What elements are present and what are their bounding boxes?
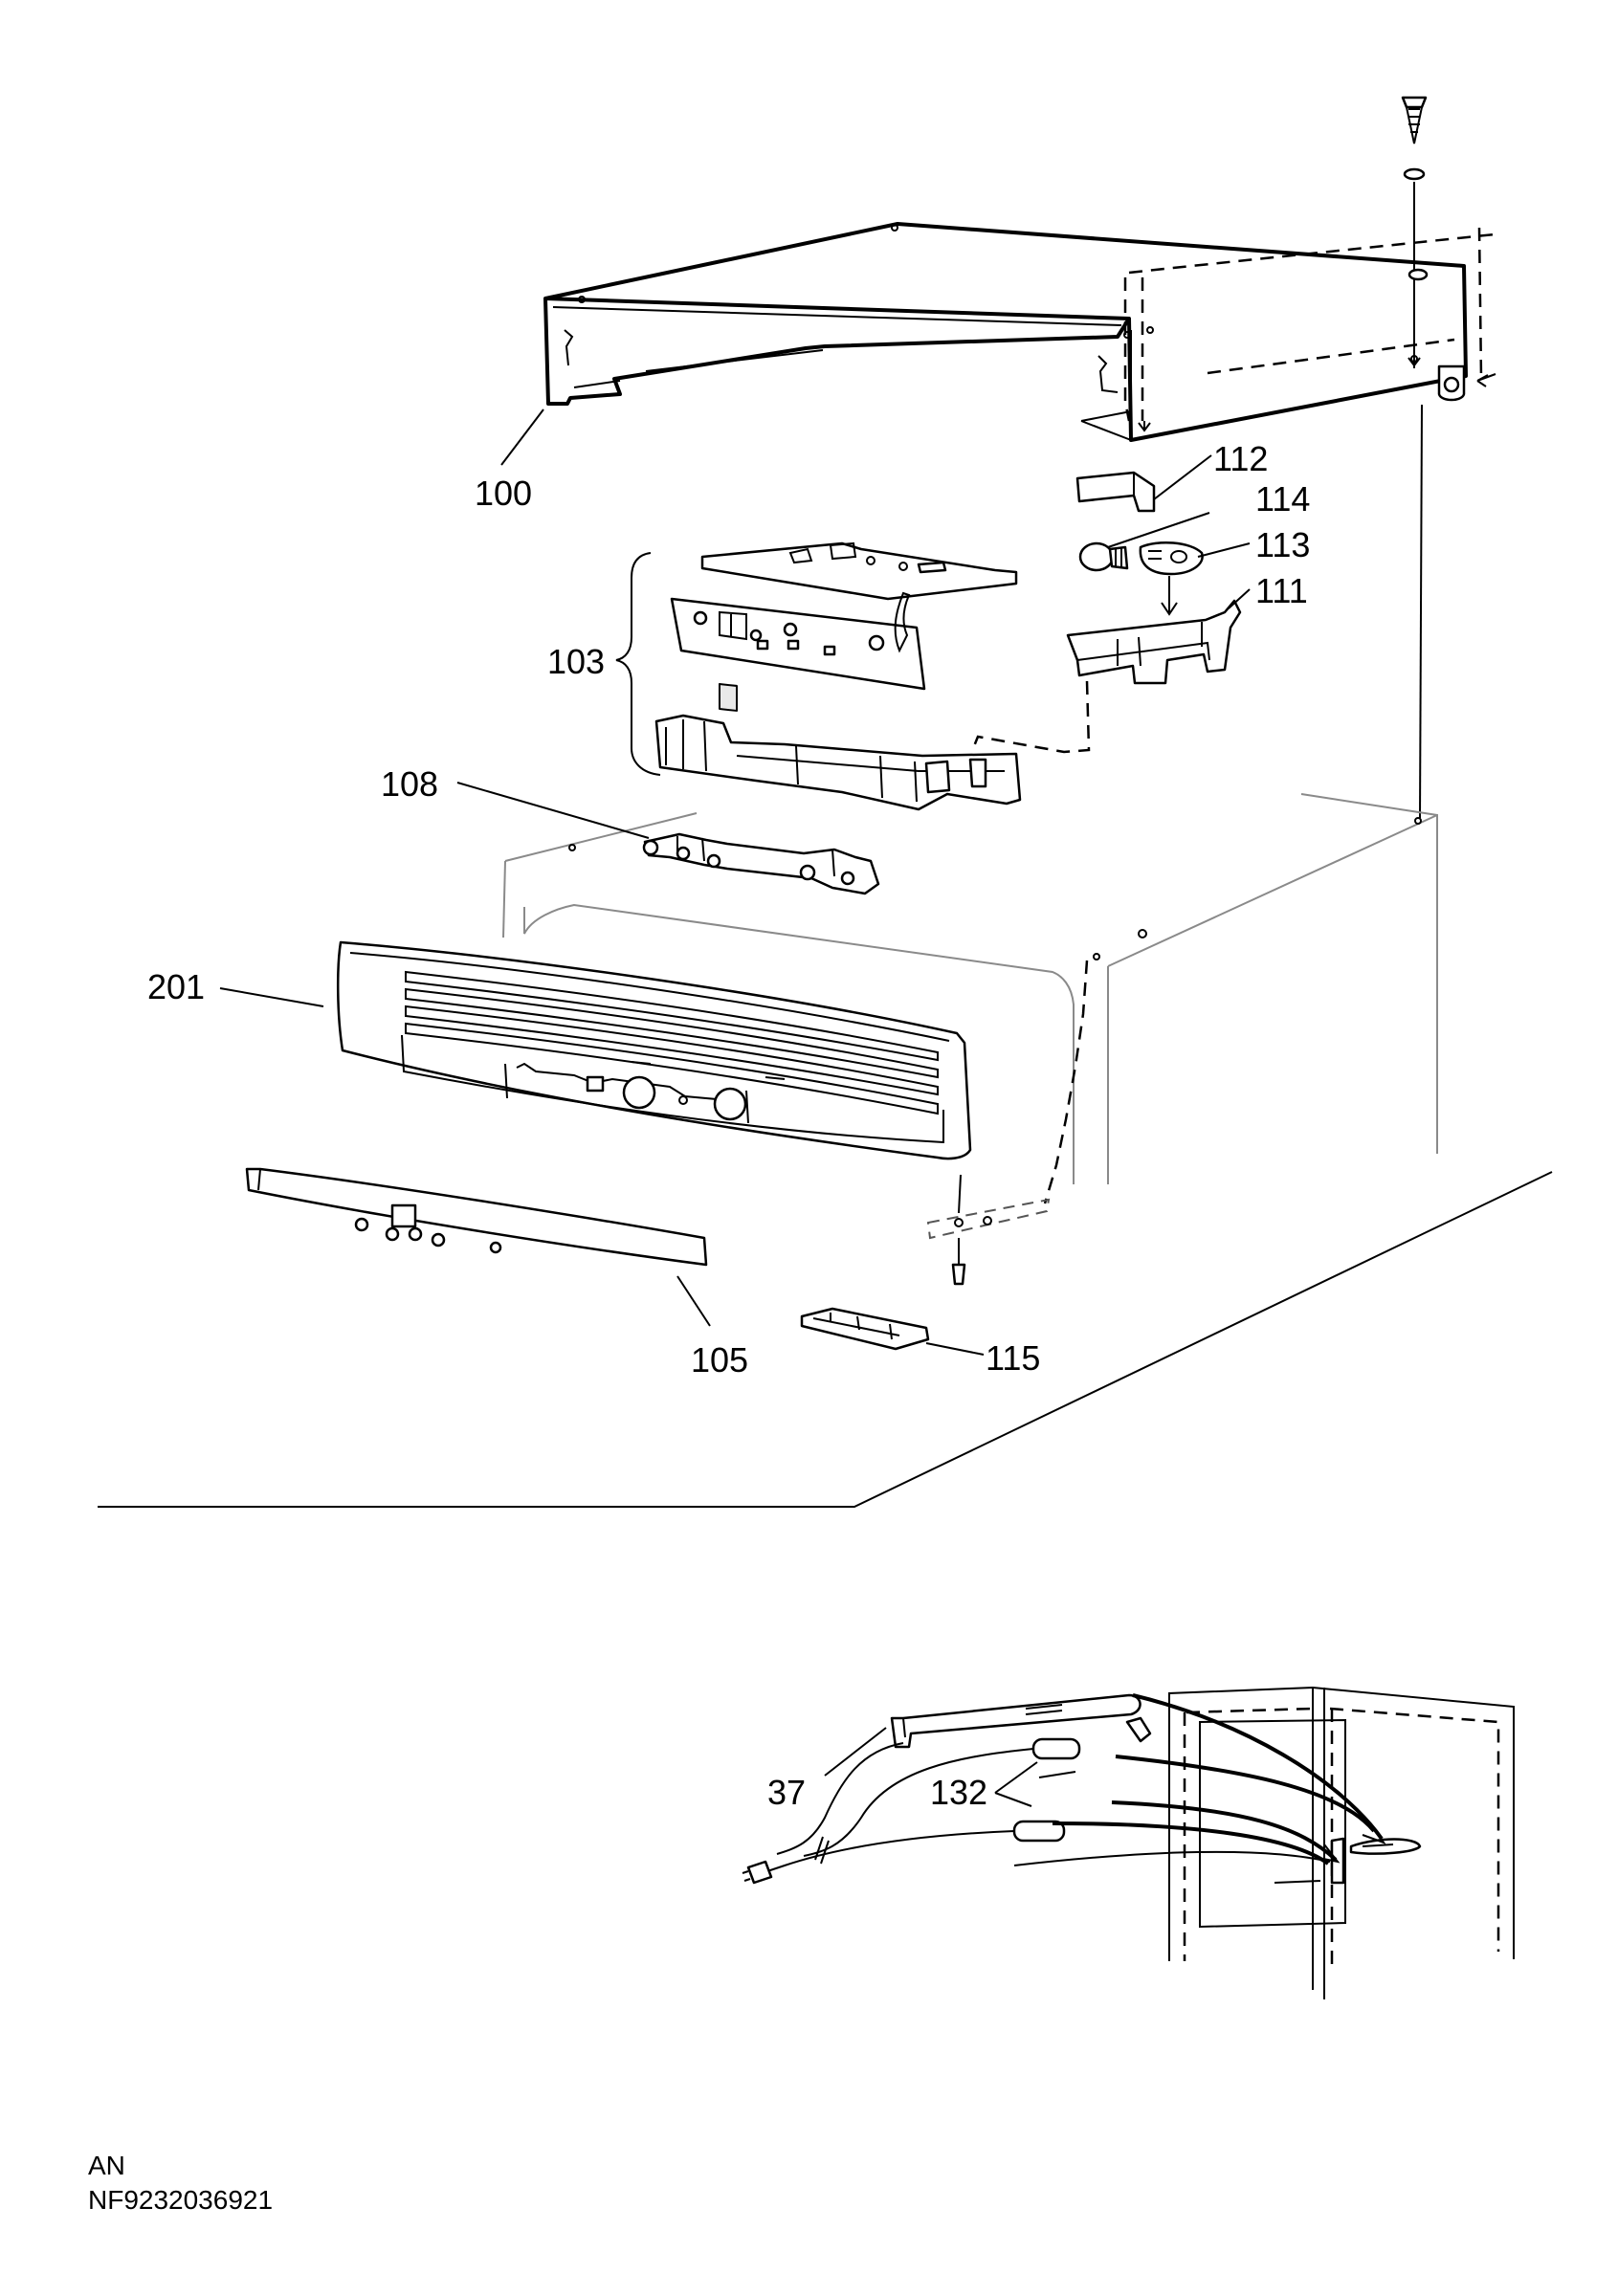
sensor-assembly bbox=[742, 1693, 1152, 1885]
display-strip-part-105 bbox=[245, 1167, 708, 1267]
label-112: 112 bbox=[1213, 439, 1268, 478]
bulb-part-114 bbox=[1078, 541, 1129, 572]
leader-lines bbox=[219, 408, 1251, 1807]
cabinet-body bbox=[502, 793, 1438, 1184]
label-111: 111 bbox=[1255, 571, 1308, 610]
top-cover-part-100 bbox=[543, 222, 1496, 442]
fridge-door-outline bbox=[1168, 1686, 1515, 1999]
control-assembly-part-103 bbox=[615, 541, 1022, 811]
label-113: 113 bbox=[1255, 525, 1310, 564]
label-201: 201 bbox=[147, 967, 205, 1006]
footer-drawing-number: NF9232036921 bbox=[88, 2185, 274, 2215]
label-37: 37 bbox=[767, 1773, 806, 1812]
label-100: 100 bbox=[475, 474, 532, 513]
lamp-socket-part-113 bbox=[1139, 541, 1204, 616]
part-labels: 100 112 114 113 111 103 108 201 105 115 … bbox=[147, 439, 1310, 1812]
label-103: 103 bbox=[547, 642, 605, 681]
top-screw bbox=[1401, 96, 1428, 368]
label-115: 115 bbox=[986, 1338, 1040, 1378]
label-132: 132 bbox=[930, 1773, 987, 1812]
wire-connector bbox=[926, 1174, 1051, 1286]
lamp-cover-part-112 bbox=[1075, 471, 1156, 513]
filter-part-115 bbox=[800, 1307, 930, 1351]
label-105: 105 bbox=[691, 1340, 748, 1380]
label-108: 108 bbox=[381, 764, 438, 804]
lamp-holder-part-111 bbox=[1066, 599, 1242, 685]
footer-code-an: AN bbox=[88, 2151, 125, 2180]
front-panel-part-201 bbox=[336, 940, 972, 1160]
label-114: 114 bbox=[1255, 479, 1310, 519]
bracket-part-108 bbox=[642, 832, 880, 895]
